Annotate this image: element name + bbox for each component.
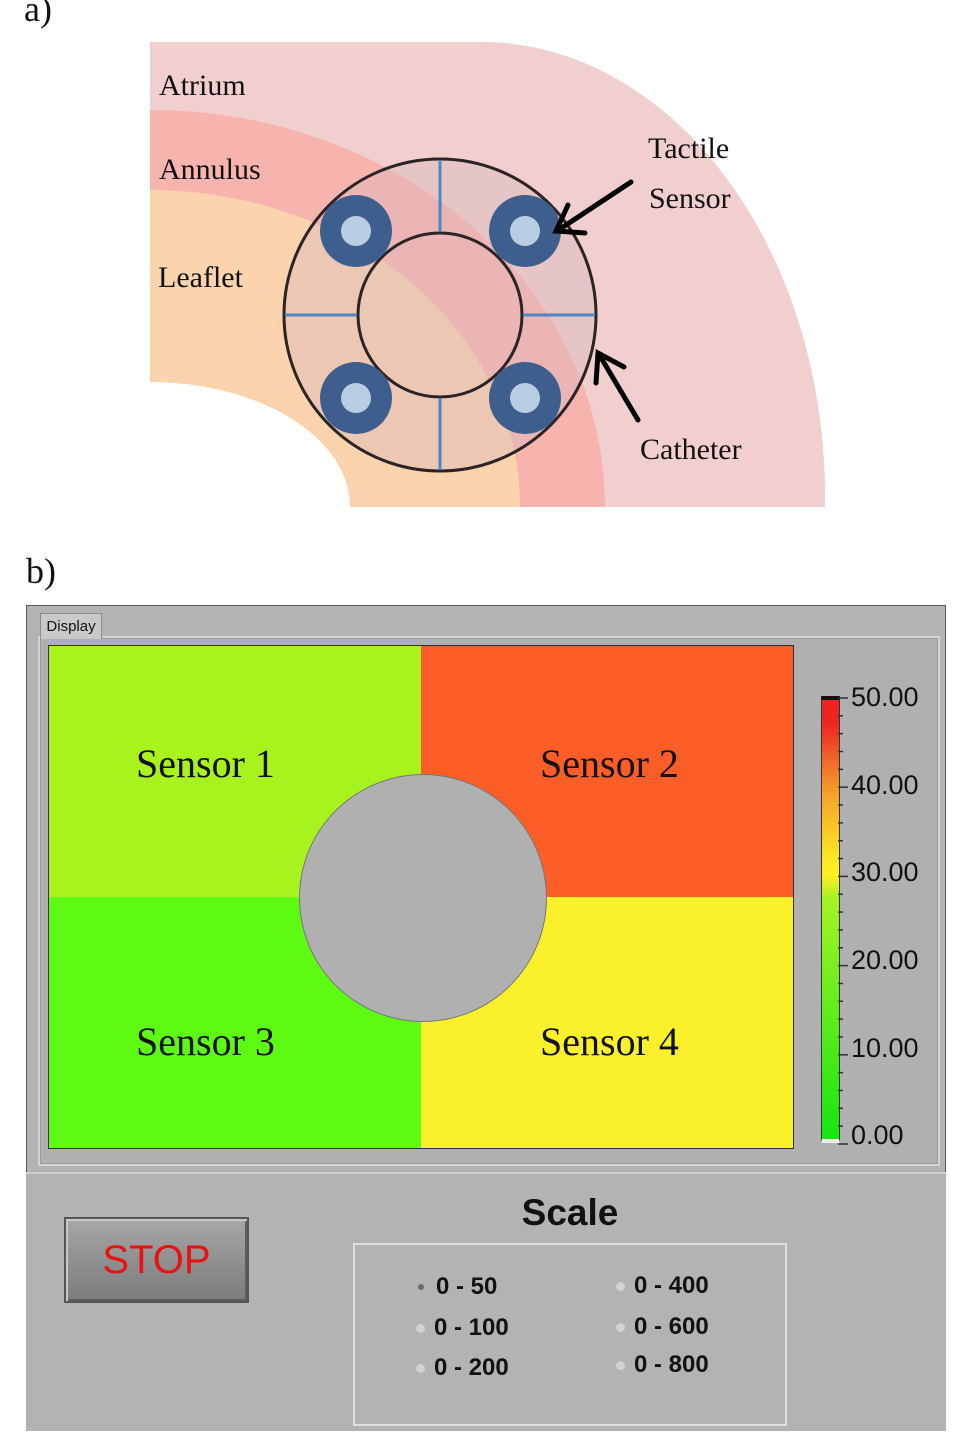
colorbar-tick-label: 0.00 [851,1120,904,1150]
panel-b-label: b) [26,551,56,591]
catheter-label: Catheter [640,433,742,466]
scale-radio-group [353,1243,787,1426]
catheter-dividers [285,160,595,470]
radio-unselected-icon [616,1281,625,1291]
radio-unselected-icon [616,1360,625,1370]
sensor-3-label: Sensor 3 [136,1019,275,1064]
scale-option-0-800[interactable]: 0 - 800 [616,1351,709,1379]
colorbar-tick-label: 20.00 [851,945,919,975]
scale-option-0-50[interactable]: 0 - 50 [418,1273,497,1301]
stop-button[interactable]: STOP [64,1217,249,1303]
sensor-2-label: Sensor 2 [540,741,679,786]
colorbar-tick-label: 50.00 [851,682,919,712]
catheter-arrow [593,348,641,423]
colorbar-tick-label: 40.00 [851,770,919,800]
leaflet-label: Leaflet [158,261,243,294]
scale-option-label: 0 - 50 [436,1273,498,1300]
colorbar [821,696,840,1143]
sensor-4-label: Sensor 4 [540,1019,679,1064]
panel-a-label: a) [24,0,52,29]
scale-option-0-100[interactable]: 0 - 100 [416,1314,509,1342]
colorbar-tick-label: 30.00 [851,857,919,887]
scale-option-label: 0 - 100 [434,1314,509,1341]
annulus-label: Annulus [159,153,261,186]
atrium-label: Atrium [159,69,246,102]
tactile-sensor-arrow [552,179,634,236]
scale-option-label: 0 - 600 [634,1313,709,1340]
tactile-label: Tactile [648,132,730,165]
scale-option-0-400[interactable]: 0 - 400 [616,1272,709,1300]
sensor-1-label: Sensor 1 [136,741,275,786]
colorbar-tick-label: 10.00 [851,1033,919,1063]
radio-selected-icon [418,1284,424,1290]
tactile-sensors [320,195,561,434]
scale-option-label: 0 - 400 [634,1272,709,1299]
center-lumen [300,775,546,1021]
scale-option-0-600[interactable]: 0 - 600 [616,1313,709,1341]
radio-unselected-icon [416,1363,425,1373]
tab-display[interactable]: Display [40,613,102,639]
catheter-inner-ring [356,231,524,399]
colorbar-ticks [838,697,848,1145]
sensor-label: Sensor [649,182,731,215]
scale-option-label: 0 - 800 [634,1351,709,1378]
scale-title: Scale [521,1192,619,1233]
sensor-grid [48,645,794,1149]
scale-option-label: 0 - 200 [434,1354,509,1381]
catheter-anatomy-diagram [150,42,826,507]
radio-unselected-icon [616,1322,625,1332]
scale-option-0-200[interactable]: 0 - 200 [416,1354,509,1382]
radio-unselected-icon [416,1323,425,1333]
